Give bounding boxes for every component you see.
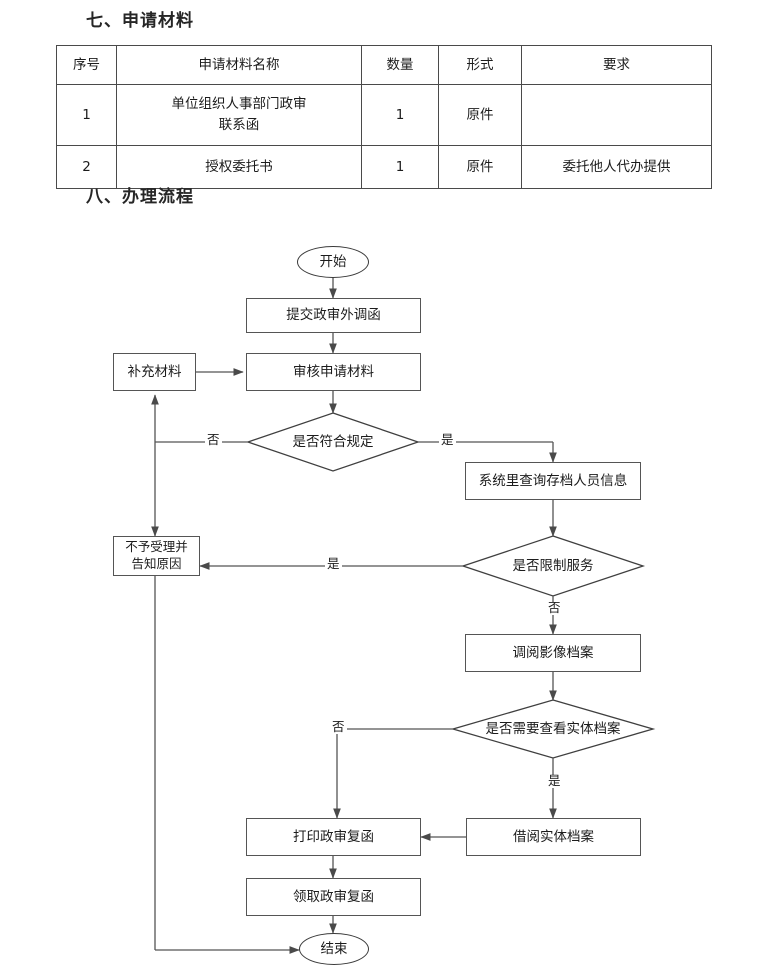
flow-node-print-reply: 打印政审复函 bbox=[246, 818, 421, 856]
flow-node-borrow-physical: 借阅实体档案 bbox=[466, 818, 641, 856]
flow-node-collect-reply: 领取政审复函 bbox=[246, 878, 421, 916]
flow-node-check-restricted: 是否限制服务 bbox=[512, 557, 594, 574]
edge-label-physical-no: 否 bbox=[330, 719, 347, 734]
flowchart-connectors bbox=[151, 277, 656, 954]
flow-node-start: 开始 bbox=[297, 246, 369, 278]
column-header-form: 形式 bbox=[438, 45, 522, 85]
column-header-name: 申请材料名称 bbox=[116, 45, 362, 85]
column-header-no: 序号 bbox=[56, 45, 117, 85]
flow-node-view-image: 调阅影像档案 bbox=[465, 634, 641, 672]
flow-node-query-system: 系统里查询存档人员信息 bbox=[465, 462, 641, 500]
cell-req bbox=[521, 84, 712, 146]
flow-node-check-physical: 是否需要查看实体档案 bbox=[485, 720, 621, 737]
flow-node-reject: 不予受理并 告知原因 bbox=[113, 536, 200, 576]
flow-node-supplement: 补充材料 bbox=[113, 353, 196, 391]
cell-form: 原件 bbox=[438, 145, 522, 189]
page-title-materials: 七、申请材料 bbox=[86, 11, 194, 31]
cell-qty: 1 bbox=[361, 84, 439, 146]
materials-table: 序号 申请材料名称 数量 形式 要求 1 单位组织人事部门政审 联系函 1 原件… bbox=[56, 45, 712, 189]
cell-qty: 1 bbox=[361, 145, 439, 189]
edge-label-compliance-no: 否 bbox=[205, 432, 222, 447]
column-header-req: 要求 bbox=[521, 45, 712, 85]
cell-form: 原件 bbox=[438, 84, 522, 146]
page-title-process: 八、办理流程 bbox=[86, 187, 194, 207]
cell-no: 2 bbox=[56, 145, 117, 189]
edge-label-physical-yes: 是 bbox=[546, 773, 563, 788]
flow-node-check-compliance: 是否符合规定 bbox=[292, 433, 374, 450]
process-flowchart: 开始 提交政审外调函 审核申请材料 补充材料 是否符合规定 系统里查询存档人员信… bbox=[0, 210, 758, 972]
edge-label-restricted-no: 否 bbox=[546, 600, 563, 615]
column-header-qty: 数量 bbox=[361, 45, 439, 85]
flow-node-submit: 提交政审外调函 bbox=[246, 298, 421, 333]
edge-label-restricted-yes: 是 bbox=[325, 556, 342, 571]
table-row: 1 单位组织人事部门政审 联系函 1 原件 bbox=[56, 84, 712, 146]
edge-label-compliance-yes: 是 bbox=[439, 432, 456, 447]
cell-req: 委托他人代办提供 bbox=[521, 145, 712, 189]
flow-node-review: 审核申请材料 bbox=[246, 353, 421, 391]
table-header-row: 序号 申请材料名称 数量 形式 要求 bbox=[56, 45, 712, 85]
cell-no: 1 bbox=[56, 84, 117, 146]
table-row: 2 授权委托书 1 原件 委托他人代办提供 bbox=[56, 145, 712, 189]
flow-node-end: 结束 bbox=[299, 933, 369, 965]
cell-name: 单位组织人事部门政审 联系函 bbox=[116, 84, 362, 146]
